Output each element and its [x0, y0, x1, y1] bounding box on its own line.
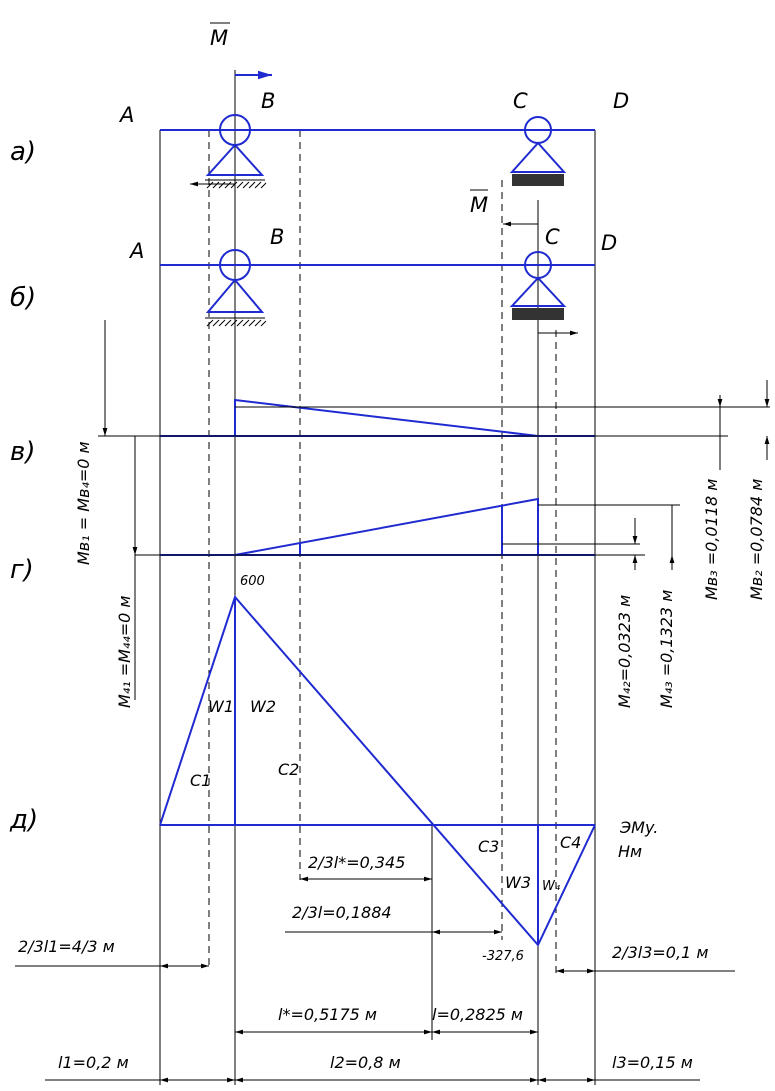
- label-part-v: в): [10, 437, 35, 467]
- annot-mg3: M₄₃ =0,1323 м: [657, 590, 676, 708]
- annot-mv-zero: Mв₁ = Mв₄=0 м: [74, 441, 93, 565]
- annot-mg2: M₄₂=0,0323 м: [615, 595, 634, 708]
- label-w4: W₄: [542, 879, 561, 894]
- label-part-g: г): [10, 555, 34, 585]
- triangle-v: [234, 398, 539, 437]
- label-part-d: д): [9, 805, 38, 835]
- moment-label-b: M: [470, 193, 488, 217]
- annot-mv2: Mв₂ =0,0784 м: [747, 479, 766, 600]
- diagram-d: 600 -327,6 W1 W2 W3 W₄ C1 C2 C3 C4 ЭMy. …: [9, 574, 658, 964]
- label-b-point-d: D: [601, 231, 617, 255]
- label-c3: C3: [478, 837, 499, 856]
- label-b-point-c: C: [545, 225, 560, 249]
- dim-l2: l2=0,8 м: [330, 1053, 401, 1072]
- label-a-point-a: A: [118, 103, 134, 127]
- dim-l: l=0,2825 м: [432, 1005, 523, 1024]
- trough-value: -327,6: [482, 949, 524, 964]
- units-line2: Hм: [618, 842, 642, 861]
- dimensions: 2/3l*=0,345 2/3l=0,1884 2/3l1=4/3 м 2/3l…: [15, 853, 735, 1083]
- construction-lines: [159, 70, 596, 1085]
- label-a-point-d: D: [613, 89, 629, 113]
- label-w2: W2: [250, 697, 276, 716]
- label-w3: W3: [505, 873, 531, 892]
- triangle-g: [234, 497, 539, 556]
- label-c4: C4: [560, 833, 581, 852]
- annot-mv3: Mв₃ =0,0118 м: [702, 479, 721, 600]
- support-b-triangle: [205, 143, 265, 176]
- label-c2: C2: [278, 760, 299, 779]
- scheme-a: A B C D M а): [10, 22, 629, 189]
- label-part-a: а): [10, 137, 36, 167]
- diagram-g: г) M₄₁ =M₄₄=0 м M₄₂=0,0323 м M₄₃ =0,1323…: [10, 436, 680, 708]
- support-b-hatch: [206, 181, 267, 189]
- moment-curve: [159, 595, 596, 947]
- dim-l-23: 2/3l=0,1884: [292, 903, 392, 922]
- label-b-point-b: B: [270, 225, 284, 249]
- dim-l1: l1=0,2 м: [58, 1053, 129, 1072]
- dim-l3: l3=0,15 м: [612, 1053, 693, 1072]
- support-c-base: [512, 174, 564, 186]
- label-b-point-a: A: [128, 239, 144, 263]
- peak-value: 600: [240, 574, 265, 589]
- dim-l3-23: 2/3l3=0,1 м: [612, 943, 708, 962]
- annot-mg-zero: M₄₁ =M₄₄=0 м: [115, 596, 134, 709]
- dim-l1-23: 2/3l1=4/3 м: [18, 937, 115, 956]
- support-c-triangle: [509, 141, 567, 173]
- label-w1: W1: [208, 697, 234, 716]
- scheme-b: M A B C D б): [10, 189, 617, 336]
- label-c1: C1: [190, 771, 211, 790]
- label-a-point-c: C: [513, 89, 528, 113]
- dim-l-star-23: 2/3l*=0,345: [308, 853, 405, 872]
- dim-l-star: l*=0,5175 м: [278, 1005, 377, 1024]
- diagram-v: в) Mв₁ = Mв₄=0 м Mв₃ =0,0118 м Mв₂ =0,07…: [10, 320, 770, 600]
- label-part-b: б): [10, 283, 36, 313]
- label-a-point-b: B: [261, 89, 275, 113]
- units-line1: ЭMy.: [619, 818, 658, 837]
- moment-label-top: M: [210, 26, 228, 50]
